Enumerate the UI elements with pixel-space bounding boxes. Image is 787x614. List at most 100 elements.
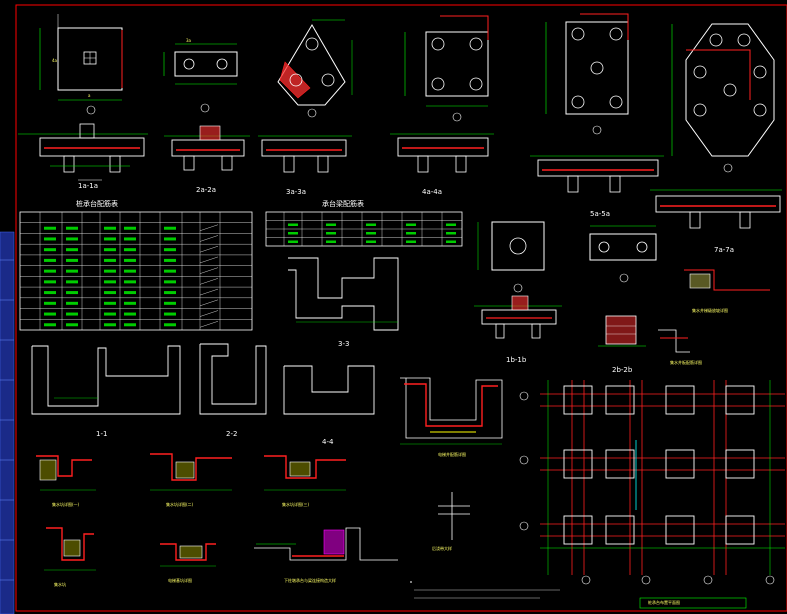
caption-a3: 集水坑详图(三) <box>282 501 310 507</box>
pit-label-3-3: 3-3 <box>338 340 349 348</box>
section-label-4a: 4a-4a <box>422 188 442 196</box>
notes-block <box>410 581 560 599</box>
cap-section-2b: 2b-2b <box>598 315 646 374</box>
cap-section-4a: 4a-4a <box>390 133 494 196</box>
table1-cell-mark <box>44 312 56 316</box>
svg-text:4a: 4a <box>52 58 58 63</box>
caption-c1: 下柱墩承台与梁连接构造大样 <box>284 577 336 583</box>
table-pile-cap-schedule: 桩承台配筋表 <box>19 199 253 331</box>
table1-cell-mark <box>124 312 136 316</box>
table2-cell-mark <box>406 232 416 235</box>
table1-cell-mark <box>124 248 136 252</box>
table2-cell-mark <box>288 223 298 226</box>
pit-label-1-1: 1-1 <box>96 430 107 438</box>
axis-bubble <box>641 575 651 585</box>
caption-side-1: 集水井梯级放坡详图 <box>692 307 728 313</box>
cap-section-1b: 1b-1b <box>474 295 562 364</box>
post-cast-strip-detail: 后浇带大样 <box>432 492 470 551</box>
section-label-2b: 2b-2b <box>612 366 633 374</box>
table1-slash <box>199 310 219 317</box>
section-label-3a: 3a-3a <box>286 188 306 196</box>
plan-pile-cap <box>605 385 635 415</box>
pit-label-2-2: 2-2 <box>226 430 237 438</box>
plan-title-frame <box>639 597 747 609</box>
table1-cell-mark <box>104 248 116 252</box>
table1-cell-mark <box>66 301 78 305</box>
caption-b2: 电梯基坑详图 <box>168 577 192 583</box>
table1-cell-mark <box>124 301 136 305</box>
table1-cell-mark <box>124 280 136 284</box>
plan-pile-cap <box>605 515 635 545</box>
table2-cell-mark <box>366 223 376 226</box>
pit-detail-c1: 下柱墩承台与梁连接构造大样 <box>254 527 398 583</box>
table1-cell-mark <box>44 269 56 273</box>
table1-cell-mark <box>164 226 176 230</box>
plan-pile-cap <box>725 385 755 415</box>
table1-slash <box>199 299 219 307</box>
elevator-pit-detail: 电梯井配筋详图 <box>400 377 503 457</box>
table1-cell-mark <box>104 323 116 327</box>
section-label-2a: 2a-2a <box>196 186 216 194</box>
table1-cell-mark <box>104 269 116 273</box>
table1-cell-mark <box>104 258 116 262</box>
table1-cell-mark <box>164 323 176 327</box>
cap-section-1a: 1a-1a <box>18 123 148 190</box>
table1-cell-mark <box>104 226 116 230</box>
table1-cell-mark <box>44 248 56 252</box>
cap-section-5a: 5a-5a <box>530 155 664 218</box>
table1-title: 桩承台配筋表 <box>76 199 118 208</box>
pit-section-3-3: 3-3 <box>288 257 399 348</box>
caption-a2: 集水坑详图(二) <box>166 501 194 507</box>
table1-slash <box>199 278 219 285</box>
left-strip-ticks <box>0 259 14 581</box>
pit-label-4-4: 4-4 <box>322 438 334 446</box>
table1-grid <box>20 212 252 330</box>
table2-cell-mark <box>406 223 416 226</box>
plan-pile-cap <box>665 385 695 415</box>
plan-pile-cap <box>725 515 755 545</box>
table1-cell-mark <box>44 301 56 305</box>
table1-cell-mark <box>66 312 78 316</box>
table1-cell-mark <box>66 226 78 230</box>
table2-cell-mark <box>446 240 456 243</box>
axis-bubble <box>519 391 529 401</box>
table1-cell-mark <box>124 237 136 241</box>
table2-cell-mark <box>446 232 456 235</box>
table1-cell-mark <box>44 280 56 284</box>
pit-section-2-2: 2-2 <box>199 343 267 438</box>
table2-cell-mark <box>288 240 298 243</box>
table1-slash <box>199 256 219 264</box>
table1-slash <box>199 235 219 242</box>
caption-plan: 桩承台布置平面图 <box>648 599 680 605</box>
table1-cell-mark <box>66 248 78 252</box>
pile-cap-layout-plan: 桩承台布置平面图 <box>519 380 785 609</box>
svg-text:3a: 3a <box>186 38 192 43</box>
table1-cell-mark <box>44 323 56 327</box>
pile-cap-plan-2: 3a <box>163 38 238 113</box>
table1-cell-mark <box>104 301 116 305</box>
cap-section-3a: 3a-3a <box>258 135 352 196</box>
table1-cell-mark <box>66 269 78 273</box>
plan-pile-cap <box>563 385 593 415</box>
right-detail-1: 集水井梯级放坡详图 <box>684 269 770 313</box>
table1-cell-mark <box>124 269 136 273</box>
pit-detail-a3: 集水坑详图(三) <box>264 455 346 507</box>
table1-slash <box>199 321 219 328</box>
table1-cell-mark <box>164 280 176 284</box>
table1-cell-mark <box>124 291 136 295</box>
caption-side-2: 集水井板配筋详图 <box>670 359 702 365</box>
table1-cell-mark <box>164 258 176 262</box>
table1-cell-mark <box>66 280 78 284</box>
table2-cell-mark <box>366 240 376 243</box>
table2-cell-mark <box>366 232 376 235</box>
table2-grid <box>266 212 462 246</box>
table1-cell-mark <box>164 301 176 305</box>
left-strip <box>0 231 15 614</box>
table2-title: 承台梁配筋表 <box>322 199 364 208</box>
axis-bubble <box>765 575 775 585</box>
table1-cell-mark <box>124 226 136 230</box>
table1-cell-mark <box>44 258 56 262</box>
table1-cell-mark <box>104 291 116 295</box>
